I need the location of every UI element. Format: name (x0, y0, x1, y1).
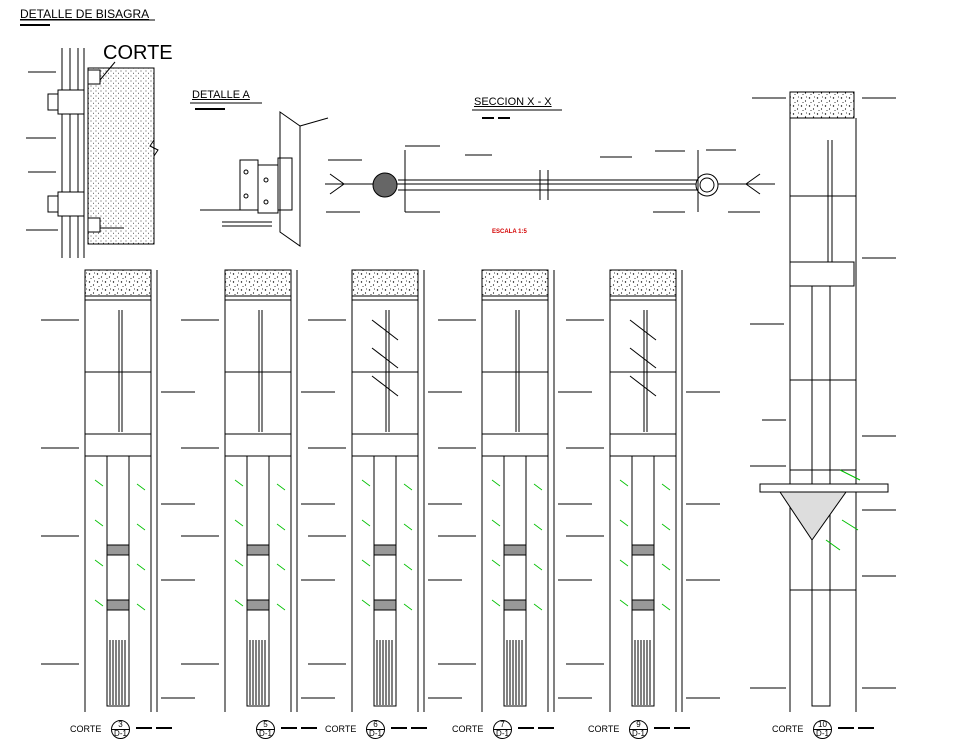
hinge-detail (26, 48, 159, 258)
section-mark-label: CORTE (70, 724, 102, 734)
tall-section-10-annotations (825, 469, 861, 551)
scale-bar (858, 727, 874, 729)
section-mark-sheet: D-1 (816, 729, 829, 738)
scale-bar (654, 727, 670, 729)
section-mark-label: CORTE (772, 724, 804, 734)
section-mark-label: CORTE (452, 724, 484, 734)
vertical-section-2 (181, 269, 335, 712)
section-x-x (325, 145, 775, 213)
scale-bar (518, 727, 534, 729)
vertical-section-5 (566, 269, 720, 712)
green-annotations (94, 479, 671, 611)
section-mark-sheet: D-1 (496, 729, 509, 738)
vertical-section-4 (438, 269, 592, 712)
scale-bar (391, 727, 407, 729)
detail-a-bracket (200, 111, 329, 247)
hinge-detail-title: DETALLE DE BISAGRA (20, 7, 150, 21)
section-mark-number: 5 (257, 721, 274, 730)
section-mark-sheet: D-1 (259, 729, 272, 738)
red-scale-note: ESCALA 1:5 (492, 229, 527, 235)
scale-bar (136, 727, 152, 729)
scale-bar (301, 727, 317, 729)
section-mark-number: 10 (814, 721, 831, 730)
section-mark-sheet: D-1 (369, 729, 382, 738)
detail-a-title: DETALLE A (192, 89, 250, 101)
vertical-sections (41, 269, 720, 712)
title-underlines (20, 19, 562, 119)
section-mark-number: 7 (494, 721, 511, 730)
scale-bar (281, 727, 297, 729)
vertical-section-1 (41, 269, 195, 712)
tall-section-10 (750, 91, 896, 712)
section-mark-number: 9 (630, 721, 647, 730)
scale-bar (156, 727, 172, 729)
section-mark-sheet: D-1 (632, 729, 645, 738)
section-mark-sheet: D-1 (114, 729, 127, 738)
cut-title: CORTE (103, 42, 173, 64)
section-mark-label: CORTE (325, 724, 357, 734)
vertical-section-3 (308, 269, 462, 712)
section-mark-label: CORTE (588, 724, 620, 734)
section-x-x-title: SECCION X - X (474, 96, 552, 108)
section-mark-number: 3 (112, 721, 129, 730)
section-mark-scale-bars (136, 727, 874, 729)
section-mark-number: 6 (367, 721, 384, 730)
scale-bar (411, 727, 427, 729)
scale-bar (674, 727, 690, 729)
scale-bar (838, 727, 854, 729)
scale-bar (538, 727, 554, 729)
